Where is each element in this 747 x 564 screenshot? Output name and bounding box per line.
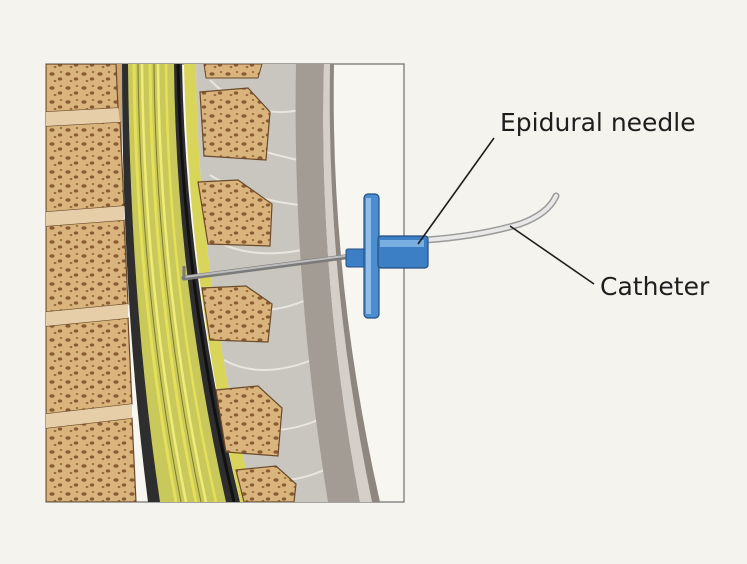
catheter-leader-line — [510, 226, 594, 284]
needle-leader-line — [418, 138, 494, 244]
epidural-needle-label: Epidural needle — [500, 110, 696, 135]
catheter-label: Catheter — [600, 274, 709, 299]
